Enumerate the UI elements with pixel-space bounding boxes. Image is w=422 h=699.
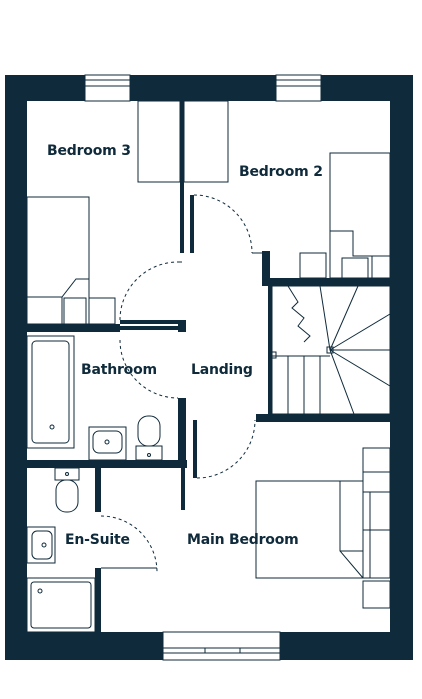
ensuite-basin (26, 526, 56, 564)
bathroom-bath (26, 335, 75, 449)
internal-walls (27, 101, 390, 632)
room-label-bedroom-2: Bedroom 2 (239, 164, 323, 180)
room-label-bathroom: Bathroom (81, 362, 157, 378)
bedroom3-bedside (88, 297, 116, 325)
bathroom-basin (88, 426, 127, 461)
wall-bottom-right (280, 632, 413, 660)
outer-walls (5, 75, 413, 660)
bedroom2-bed (329, 152, 391, 279)
bedroom3-bed (26, 196, 90, 325)
door-main-bedroom (196, 419, 256, 479)
room-label-en-suite: En-Suite (65, 532, 130, 548)
wall-ensuite (95, 468, 101, 512)
door-ensuite (100, 515, 158, 573)
main-bedroom-bed (255, 480, 364, 579)
wall-landing-main (256, 414, 390, 422)
wall-right (390, 75, 413, 660)
door-bedroom3 (119, 261, 179, 321)
ensuite-toilet (54, 467, 80, 513)
wall-bed3-bed2 (180, 101, 184, 253)
window-top-right (275, 74, 322, 102)
bathroom-toilet (135, 415, 163, 461)
window-bottom (162, 631, 281, 661)
main-bedroom-wardrobe (362, 447, 391, 609)
bedroom2-bedside (299, 252, 327, 279)
window-top-left (84, 74, 131, 102)
wall-bottom-left (5, 632, 163, 660)
wall-stair-left (268, 286, 272, 414)
room-label-bedroom-3: Bedroom 3 (47, 143, 131, 159)
bedroom3-wardrobe (137, 100, 229, 183)
door-bedroom2 (193, 194, 253, 254)
room-label-landing: Landing (191, 362, 253, 378)
room-label-main-bedroom: Main Bedroom (187, 532, 299, 548)
wall-bathroom-ensuite (27, 460, 187, 468)
ensuite-shower (26, 577, 96, 633)
door-bathroom (119, 339, 179, 399)
wall-top-middle (130, 75, 276, 101)
wall-bed2-stairs (262, 251, 270, 281)
wall-left (5, 75, 27, 660)
wall-bed3-bathroom (27, 324, 120, 332)
staircase (269, 285, 391, 415)
